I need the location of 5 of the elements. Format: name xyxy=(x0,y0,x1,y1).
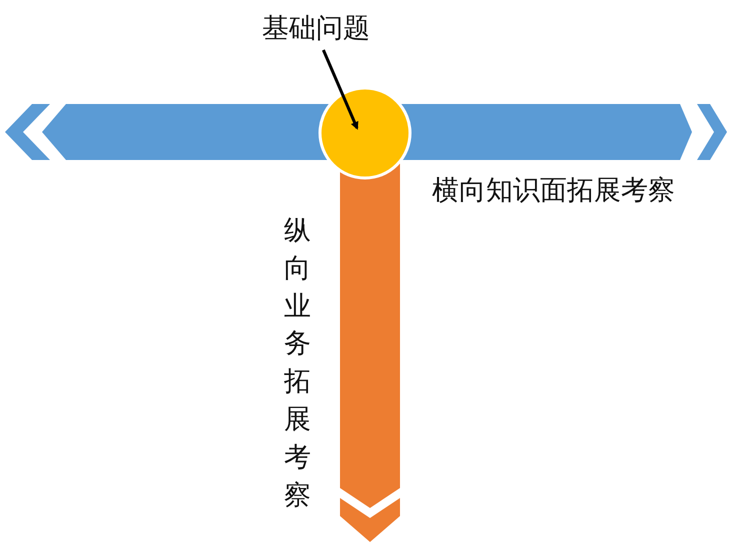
band-label: 横向知识面拓展考察 xyxy=(432,174,675,208)
arrow xyxy=(322,49,358,130)
circle-node xyxy=(318,86,412,180)
node-label: 基础问题 xyxy=(262,10,370,46)
band-label: 纵向业务拓展考察 xyxy=(284,214,311,513)
